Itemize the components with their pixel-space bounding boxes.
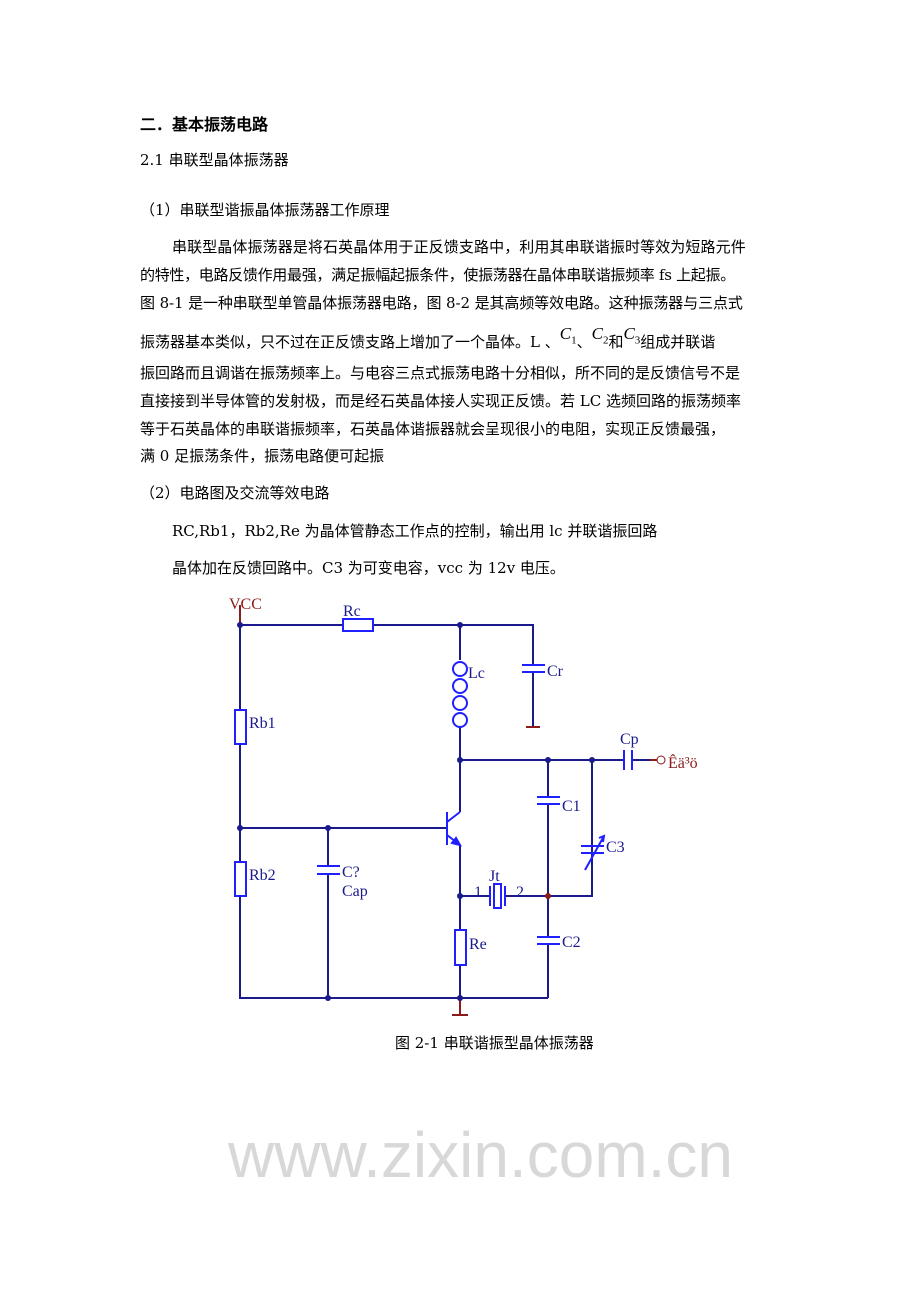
label-output: Êä³ö xyxy=(668,753,698,772)
subsection-heading: 2.1 串联型晶体振荡器 xyxy=(140,151,289,169)
capacitor-c2 xyxy=(537,936,560,945)
label-cr: Cr xyxy=(547,663,564,680)
wires xyxy=(239,624,657,999)
label-c1: C1 xyxy=(562,798,581,815)
components xyxy=(234,618,633,966)
paragraph-line: 等于石英晶体的串联谐振频率，石英晶体谐振器就会呈现很小的电阻，实现正反馈最强， xyxy=(140,420,726,438)
resistor-rc xyxy=(342,618,374,632)
paragraph-line: 振回路而且调谐在振荡频率上。与电容三点式振荡电路十分相似，所不同的是反馈信号不是 xyxy=(140,364,741,382)
paragraph-line: 满 0 足振荡条件，振荡电路便可起振 xyxy=(140,447,385,465)
section-2-title: （2）电路图及交流等效电路 xyxy=(140,484,330,502)
label-c3: C3 xyxy=(606,839,625,856)
paragraph-line-with-math: 振荡器基本类似，只不过在正反馈支路上增加了一个晶体。L 、C1、C2和C3组成并… xyxy=(140,325,716,357)
circuit-description: 晶体加在反馈回路中。C3 为可变电容，vcc 为 12v 电压。 xyxy=(172,559,565,577)
label-rb1: Rb1 xyxy=(249,715,276,732)
label-rc: Rc xyxy=(343,603,361,620)
capacitor-cr xyxy=(522,664,545,673)
output-terminal xyxy=(656,755,666,765)
section-1-title: （1）串联型谐振晶体振荡器工作原理 xyxy=(140,201,390,219)
math-c2: C2 xyxy=(591,324,609,347)
junction-dots xyxy=(237,622,595,1001)
variable-capacitor-c3 xyxy=(581,835,605,871)
label-lc: Lc xyxy=(468,665,485,682)
math-c3: C3 xyxy=(623,324,641,347)
label-pin1: 1 xyxy=(474,884,482,901)
label-re: Re xyxy=(469,936,487,953)
paragraph-text: 组成并联谐 xyxy=(640,333,716,351)
label-pin2: 2 xyxy=(516,884,524,901)
resistor-rb1 xyxy=(234,709,247,745)
capacitor-cp xyxy=(623,750,633,770)
math-c1: C1 xyxy=(559,324,577,347)
separator: 、 xyxy=(576,333,592,351)
capacitor-c xyxy=(317,865,340,875)
paragraph-line: 直接接到半导体管的发射极，而是经石英晶体接人实现正反馈。若 LC 选频回路的振荡… xyxy=(140,392,741,410)
paragraph-text: 振荡器基本类似，只不过在正反馈支路上增加了一个晶体。L 、 xyxy=(140,333,560,351)
resistor-rb2 xyxy=(234,861,247,897)
label-cq: C? xyxy=(342,864,360,881)
label-jt: Jt xyxy=(489,868,500,885)
and-text: 和 xyxy=(608,333,624,351)
label-rb2: Rb2 xyxy=(249,867,276,884)
paragraph-line: 串联型晶体振荡器是将石英晶体用于正反馈支路中，利用其串联谐振时等效为短路元件 xyxy=(172,238,746,256)
power-symbols xyxy=(239,605,666,1016)
watermark: www.zixin.com.cn xyxy=(228,1119,733,1191)
circuit-description: RC,Rb1，Rb2,Re 为晶体管静态工作点的控制，输出用 lc 并联谐振回路 xyxy=(172,522,658,540)
figure-caption: 图 2-1 串联谐振型晶体振荡器 xyxy=(395,1034,594,1052)
label-vcc: VCC xyxy=(229,596,262,613)
paragraph-line: 的特性，电路反馈作用最强，满足振幅起振条件，使振荡器在晶体串联谐振频率 fs 上… xyxy=(140,266,735,284)
capacitor-c1 xyxy=(537,796,560,805)
section-heading: 二．基本振荡电路 xyxy=(140,115,269,134)
resistor-re xyxy=(454,929,467,966)
paragraph-line: 图 8-1 是一种串联型单管晶体振荡器电路，图 8-2 是其高频等效电路。这种振… xyxy=(140,294,743,312)
label-cp: Cp xyxy=(620,731,639,748)
label-c2: C2 xyxy=(562,934,581,951)
label-cap: Cap xyxy=(342,883,368,900)
crystal-jt xyxy=(489,886,506,906)
